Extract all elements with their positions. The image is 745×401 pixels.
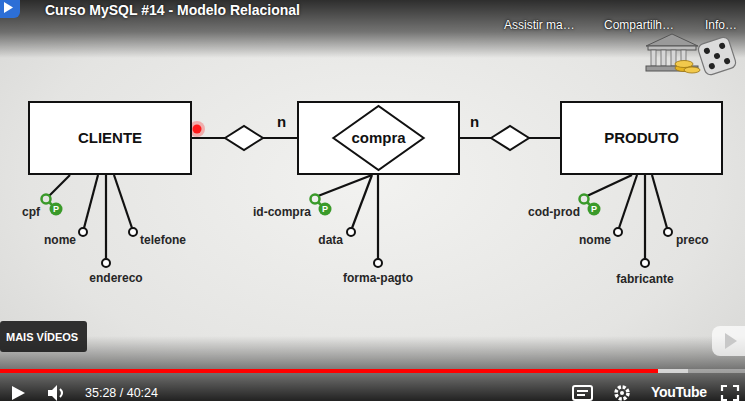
pointer-dot: [193, 125, 202, 134]
primary-key-badge: P: [322, 204, 328, 214]
fullscreen-button: [722, 386, 738, 400]
player-action: Assistir ma…: [504, 18, 575, 32]
attribute-name: id-compra: [253, 205, 311, 219]
primary-key-badge: P: [53, 204, 59, 214]
progress-played: [0, 369, 658, 373]
relationship-diamond: [225, 126, 263, 150]
attribute-name: cpf: [22, 205, 40, 219]
time-display: 35:28 / 40:24: [85, 386, 158, 400]
youtube-logo: YouTube: [651, 384, 707, 400]
watermark-icon: [712, 326, 745, 356]
attribute-name: fabricante: [616, 272, 673, 286]
entity-box: PRODUTO: [560, 101, 723, 175]
primary-key-icon: [42, 195, 63, 216]
channel-avatar-play: [4, 2, 13, 13]
entity-box: CLIENTE: [28, 101, 192, 175]
attribute-name: preco: [676, 233, 709, 247]
attribute-name: forma-pagto: [343, 271, 413, 285]
associative-entity-box: compra: [297, 101, 460, 175]
attribute-dots: [79, 228, 672, 267]
volume-button: [48, 385, 62, 401]
primary-key-icon: [580, 195, 601, 216]
watermark-play: [725, 333, 737, 349]
video-title: Curso MySQL #14 - Modelo Relacional: [45, 2, 300, 18]
attribute-name: nome: [44, 233, 76, 247]
attribute-name: data: [318, 233, 343, 247]
attribute-name: telefone: [140, 233, 186, 247]
bottom-shade: [0, 336, 745, 401]
bank-dice-illustration: [646, 34, 737, 76]
primary-key-icon: [311, 195, 332, 216]
attribute-name: nome: [579, 233, 611, 247]
entity-name: compra: [351, 129, 405, 147]
more-videos-panel: [0, 321, 87, 352]
cardinality-label: n: [277, 114, 286, 130]
progress-buffer: [0, 369, 688, 373]
channel-avatar: [0, 0, 20, 18]
entity-name: PRODUTO: [604, 129, 679, 147]
cardinality-label: n: [470, 114, 479, 130]
attribute-name: cod-prod: [528, 205, 580, 219]
attribute-name: endereco: [89, 271, 142, 285]
player-action: Compartilh…: [604, 18, 674, 32]
player-action: Info…: [705, 18, 737, 32]
entity-name: CLIENTE: [78, 129, 142, 147]
progress-track: [0, 369, 745, 373]
more-videos-button: MAIS VÍDEOS: [6, 330, 78, 344]
relationship-diamond: [491, 126, 529, 150]
settings-button: [616, 387, 628, 399]
captions-button: [573, 386, 592, 400]
top-shade: [0, 0, 745, 58]
attribute-leaders: [49, 175, 667, 259]
play-button: [12, 386, 25, 400]
primary-key-badge: P: [591, 204, 597, 214]
